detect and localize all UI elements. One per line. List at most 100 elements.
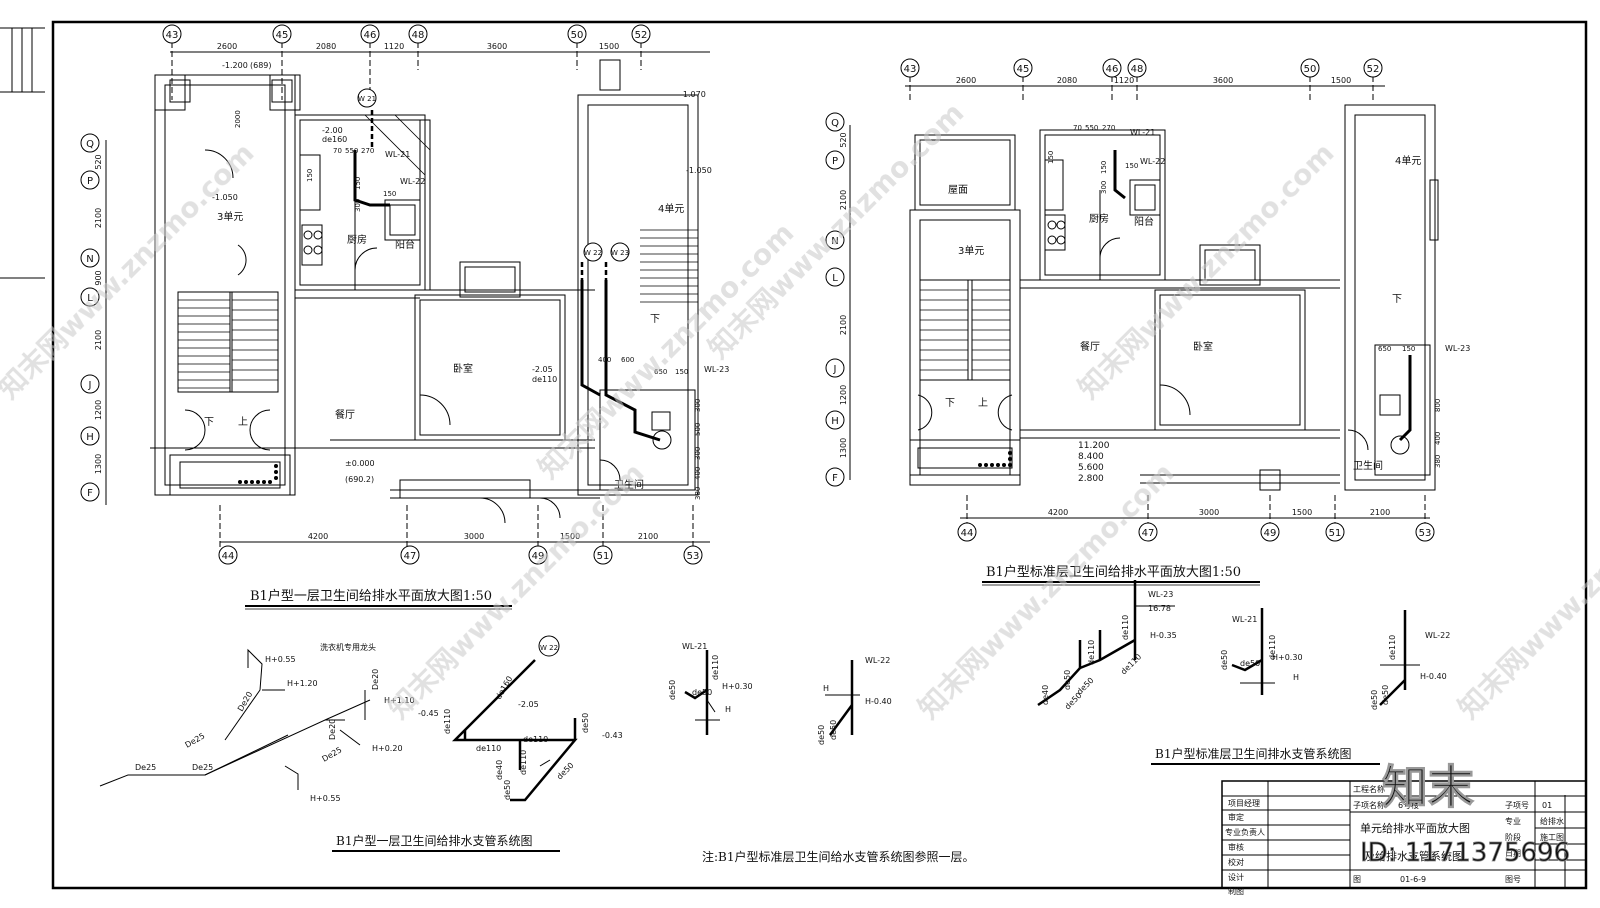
plan1-axis-left-2: N [86, 254, 93, 265]
sys2-wl21-3: de50 [1240, 659, 1260, 668]
sys2-wl22-4: de50 [1370, 690, 1379, 710]
title-block-text: 项目经理 审定 专业负责人 审核 校对 设计 制图 工程名称 子项名称 6号楼 … [1225, 784, 1564, 896]
plan1-axis-top-5: 52 [635, 30, 648, 41]
tb-r-label-1: 专业 [1505, 816, 1521, 826]
tb-row-3: 审核 [1228, 842, 1244, 852]
plan2-dim-bottom-0: 4200 [1048, 508, 1068, 517]
plan1-room-5: 卫生间 [614, 478, 644, 491]
plan2-dim-bottom-3: 2100 [1370, 508, 1390, 517]
plan2-dim-top-4: 1500 [1331, 76, 1351, 85]
plan2-axis-top-3: 48 [1131, 64, 1144, 75]
plan1-level-6: -1.050 [686, 166, 712, 175]
sys1-lbl-17: de110 [476, 744, 501, 753]
plan1-sd-12: 500 [694, 423, 702, 436]
plan2-pipe-2: WL-23 [1445, 344, 1470, 353]
sys1-supply-pipes [99, 648, 371, 790]
plan1-room-0: 3单元 [217, 211, 243, 223]
title-block [1221, 780, 1587, 889]
plan1-level-0: -1.200 [222, 61, 248, 70]
plan-standard-floor [849, 76, 1439, 530]
plan1-sd-5: 300 [354, 199, 362, 212]
plan2-sd-7: 650 [1378, 345, 1391, 353]
plan1-pipe-labels: WL-21 WL-22 WL-23 [385, 150, 729, 374]
plan2-sd-6: 150 [1100, 161, 1108, 174]
plan1-sd-7: 400 [598, 356, 611, 364]
sys1-lbl-23: de40 [495, 760, 504, 780]
plan2-axis-left-2: N [831, 236, 838, 247]
plan1-pipe-0: WL-21 [385, 150, 410, 159]
plan1-level-4: -1.050 [212, 193, 238, 202]
watermark-6: 知末网www.znzmo.com [702, 96, 971, 365]
plan1-axis-left-6: F [87, 488, 93, 499]
sys1-lbl-12: De20 [328, 719, 337, 740]
plan2-axis-top-4: 50 [1304, 64, 1317, 75]
plan1-sd-14: 400 [694, 467, 702, 480]
sys1-lbl-14: -2.05 [518, 700, 539, 709]
plan1-pipe-bubbles [357, 88, 630, 262]
title-sys-standard: B1户型标准层卫生间排水支管系统图 [1155, 746, 1351, 761]
sys1-wl22-2: H-0.40 [865, 697, 892, 706]
id-watermark-text: ID: 1171375696 [1360, 838, 1570, 868]
sys2-wl21-5: H [1293, 673, 1299, 682]
plan1-sd-16: 2000 [234, 110, 242, 128]
plan2-room-7: 4单元 [1395, 155, 1421, 167]
plan2-room-6: 卫生间 [1353, 459, 1383, 472]
plan2-sd-8: 150 [1402, 345, 1415, 353]
sys1-lbl-21: de50 [503, 780, 512, 800]
sys2-wl23-5: de110 [1119, 652, 1143, 676]
plan2-small-dims: 70 550 270 150 150 300 150 650 150 800 4… [1047, 124, 1442, 468]
plan1-axis-labels: 43 45 46 48 50 52 2600 2080 1120 3600 15… [80, 24, 703, 565]
plan1-level-labels: -1.200 (689) -2.00 de160 -1.050 -1.070 -… [212, 61, 712, 484]
plan2-dim-bottom-2: 1500 [1292, 508, 1312, 517]
plan2-sd-3: 150 [1047, 151, 1055, 164]
plan2-axis-left-5: H [831, 416, 839, 427]
sys1-lbl-8: De25 [135, 763, 156, 772]
sys1-lbl-13: -0.45 [418, 709, 439, 718]
plan2-axis-labels: 43 45 46 48 50 52 2600 2080 1120 3600 15… [825, 58, 1435, 542]
sys1-wl21-labels: WL-21 de110 de50 de50 H+0.30 H [668, 642, 753, 714]
plan2-axis-bottom-2: 49 [1264, 528, 1277, 539]
plan1-sd-6: 150 [354, 177, 362, 190]
sys1-lbl-0: H+0.55 [265, 655, 296, 664]
tb-r-label-0: 子项号 [1505, 801, 1529, 810]
sys1-wl22-3: de50 [829, 720, 838, 740]
plan1-axis-top-1: 45 [276, 30, 289, 41]
sys2-wl21-2: de50 [1220, 650, 1229, 670]
plan2-level-0: 11.200 [1078, 441, 1110, 451]
plan2-level-2: 5.600 [1078, 463, 1104, 473]
plan1-axis-left-0: Q [86, 139, 94, 150]
drawing-titles: B1户型一层卫生间给排水平面放大图1:50 B1户型标准层卫生间给排水平面放大图… [245, 564, 1380, 864]
plan1-axis-bottom-3: 51 [597, 551, 610, 562]
sys1-wl21-4: H+0.30 [722, 682, 753, 691]
tb-title-2: 及给排水支管系统图 [1364, 849, 1463, 863]
plan1-dim-left-4: 1200 [94, 400, 103, 420]
plan1-dim-bottom-3: 2100 [638, 532, 658, 541]
plan2-axis-top-2: 46 [1106, 64, 1119, 75]
sys1-lbl-1: 洗衣机专用龙头 [320, 642, 376, 652]
plan1-sd-15: 380 [694, 487, 702, 500]
sys2-wl23-9: de40 [1041, 685, 1050, 705]
watermark-3: 知末网www.znzmo.com [912, 456, 1181, 725]
sys1-wl22-labels: WL-22 H H-0.40 de50 de50 [817, 656, 892, 745]
plan1-pipe-2: WL-23 [704, 365, 729, 374]
plan2-level-3: 2.800 [1078, 474, 1104, 484]
plan1-axis-top-2: 46 [364, 30, 377, 41]
plan1-axis-left-4: J [88, 380, 92, 391]
plan1-dim-top-3: 3600 [487, 42, 507, 51]
plan1-small-dims: 70 550 270 150 150 300 150 400 600 650 1… [234, 110, 702, 500]
plan1-dim-bottom-0: 4200 [308, 532, 328, 541]
plan1-level-5: -1.070 [680, 90, 706, 99]
plan2-room-9: 上 [978, 397, 988, 409]
watermarks: 知末网www.znzmo.com 知末网www.znzmo.com 知末网www… [0, 96, 1600, 725]
plan2-dim-left-1: 2100 [839, 190, 848, 210]
sys1-bubble: W 22 [538, 635, 560, 657]
plan2-room-0: 屋面 [948, 184, 968, 196]
plan2-dim-top-0: 2600 [956, 76, 976, 85]
sys2-wl23-0: WL-23 [1148, 590, 1173, 599]
plan2-dim-top-3: 3600 [1213, 76, 1233, 85]
sys1-lbl-16: de110 [443, 709, 452, 734]
sys1-lbl-5: H+0.55 [310, 794, 341, 803]
title-plan-first: B1户型一层卫生间给排水平面放大图1:50 [250, 588, 492, 604]
plan1-sd-9: 650 [654, 368, 667, 376]
sheet-frame [0, 20, 1588, 890]
